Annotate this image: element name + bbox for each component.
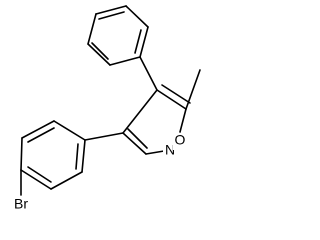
bond	[98, 11, 125, 20]
bond	[75, 143, 79, 170]
bond	[50, 171, 83, 190]
molecule-structure: Br N O	[9, 5, 201, 213]
atom-n-text: N	[165, 142, 175, 158]
bond	[139, 26, 149, 58]
bond	[21, 120, 55, 139]
bond	[161, 84, 191, 104]
bond	[156, 89, 187, 110]
bond	[122, 89, 158, 134]
bromophenyl-ring	[20, 120, 86, 190]
bond	[127, 128, 148, 149]
bond	[87, 43, 111, 66]
bond	[109, 56, 141, 66]
bond	[27, 166, 52, 183]
bond	[53, 120, 86, 141]
bond	[84, 132, 124, 141]
atom-label-br: Br	[9, 196, 33, 213]
bond	[122, 132, 147, 155]
bond	[139, 56, 158, 91]
bond	[134, 29, 142, 54]
bond	[95, 5, 127, 15]
bond	[91, 42, 109, 60]
bond	[20, 137, 23, 171]
bond	[179, 108, 187, 133]
atom-br-text: Br	[14, 196, 28, 212]
phenyl-ring	[87, 5, 149, 66]
atom-label-o: O	[173, 132, 187, 150]
bond	[185, 69, 201, 110]
bond	[81, 139, 86, 173]
bond	[87, 13, 97, 45]
atom-o-text: O	[175, 132, 186, 148]
bond	[20, 169, 52, 190]
bond	[125, 5, 149, 28]
bond	[27, 127, 55, 143]
